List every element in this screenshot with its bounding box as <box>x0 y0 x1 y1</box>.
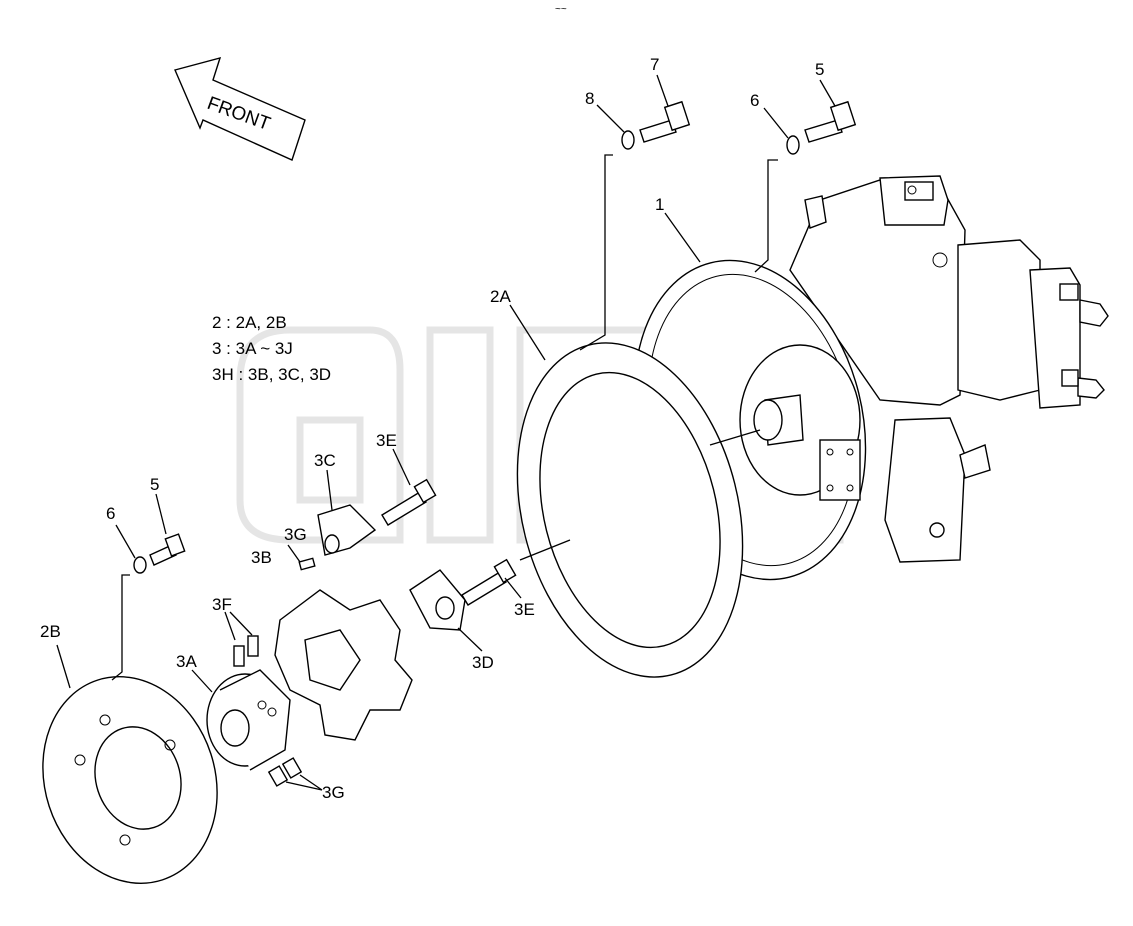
washer-6-left <box>133 556 147 574</box>
callout-3b: 3B <box>251 548 272 567</box>
elastic-element <box>274 589 413 741</box>
header-mark: ~~ <box>555 4 567 15</box>
callout-6-top: 6 <box>750 91 759 110</box>
clamp-3d <box>409 569 466 631</box>
washer-6-top <box>786 135 800 155</box>
callout-3e-lower: 3E <box>514 600 535 619</box>
callout-6-left: 6 <box>106 504 115 523</box>
callout-labels: 7 8 5 6 1 2A 3E 3C 3G 3B 3E 3D 3F 3A 3G … <box>40 55 824 802</box>
callout-2a: 2A <box>490 287 511 306</box>
callout-3a: 3A <box>176 652 197 671</box>
bolt-5-left <box>149 533 186 566</box>
legend-line-3: 3H : 3B, 3C, 3D <box>212 365 331 384</box>
callout-5-top: 5 <box>815 60 824 79</box>
callout-3g-lower: 3G <box>322 783 345 802</box>
flange-ring-2a <box>516 342 744 678</box>
leader-lines <box>56 74 836 791</box>
callout-5-left: 5 <box>150 475 159 494</box>
callout-8: 8 <box>585 89 594 108</box>
callout-3d: 3D <box>472 653 494 672</box>
bolt-5-top <box>804 100 857 143</box>
washer-8 <box>621 130 635 150</box>
callout-2b: 2B <box>40 622 61 641</box>
clamp-3c <box>317 504 377 556</box>
legend-line-1: 2 : 2A, 2B <box>212 313 287 332</box>
flywheel-plate-2b <box>42 676 218 884</box>
callout-7: 7 <box>650 55 659 74</box>
legend: 2 : 2A, 2B 3 : 3A ~ 3J 3H : 3B, 3C, 3D <box>212 313 331 384</box>
callout-3f: 3F <box>212 595 232 614</box>
bolt-7 <box>639 100 691 143</box>
pump-assembly <box>633 175 1109 581</box>
set-screw-3g-upper <box>298 557 316 571</box>
legend-line-2: 3 : 3A ~ 3J <box>212 339 293 358</box>
callout-3e-upper: 3E <box>376 431 397 450</box>
coupling-hub-3a <box>206 669 291 771</box>
bolt-3e-lower <box>461 558 517 606</box>
bolt-3e-upper <box>381 478 437 526</box>
set-screws-3f <box>233 635 259 667</box>
callout-1: 1 <box>655 195 664 214</box>
callout-3c: 3C <box>314 451 336 470</box>
set-screws-3g-lower <box>267 757 303 787</box>
callout-3g-upper: 3G <box>284 525 307 544</box>
front-arrow: FRONT <box>174 56 306 161</box>
